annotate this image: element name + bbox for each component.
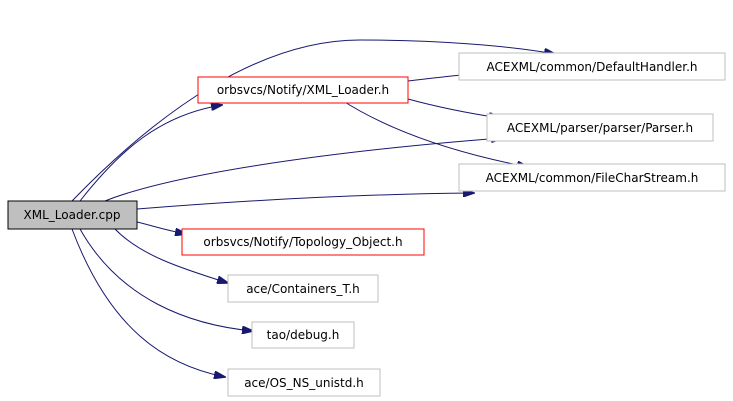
node-label: tao/debug.h xyxy=(267,328,340,342)
node-box xyxy=(458,52,726,81)
node-box xyxy=(227,274,379,303)
node-topology-object[interactable]: orbsvcs/Notify/Topology_Object.h xyxy=(181,228,425,256)
edge-root-to-default-handler xyxy=(71,39,555,202)
node-root[interactable]: XML_Loader.cpp xyxy=(7,200,138,230)
node-debug[interactable]: tao/debug.h xyxy=(251,321,355,349)
node-label: ace/OS_NS_unistd.h xyxy=(244,376,364,390)
edges xyxy=(71,39,555,377)
edge-root-to-debug xyxy=(79,228,253,331)
edge-root-to-xml-loader-h xyxy=(79,105,222,202)
edge-root-to-parser xyxy=(104,138,502,202)
edge-root-to-os-ns-unistd xyxy=(71,228,225,377)
edge-xml-loader-h-to-parser xyxy=(407,98,500,118)
node-parser[interactable]: ACEXML/parser/parser/Parser.h xyxy=(486,113,714,142)
node-xml-loader-h[interactable]: orbsvcs/Notify/XML_Loader.h xyxy=(197,76,409,104)
node-box xyxy=(458,163,726,192)
node-box xyxy=(227,368,381,397)
node-label: orbsvcs/Notify/XML_Loader.h xyxy=(217,83,389,97)
edge-root-to-file-char-stream xyxy=(136,193,474,210)
node-label: XML_Loader.cpp xyxy=(24,208,121,222)
edge-root-to-topology-object xyxy=(136,221,186,234)
node-os-ns-unistd[interactable]: ace/OS_NS_unistd.h xyxy=(227,368,381,397)
edge-xml-loader-h-to-file-char-stream xyxy=(339,98,528,167)
node-box xyxy=(251,321,355,349)
node-label: orbsvcs/Notify/Topology_Object.h xyxy=(203,235,402,249)
node-box xyxy=(486,113,714,142)
node-label: ACEXML/common/DefaultHandler.h xyxy=(487,60,698,74)
node-containers-t[interactable]: ace/Containers_T.h xyxy=(227,274,379,303)
node-label: ACEXML/parser/parser/Parser.h xyxy=(507,121,693,135)
node-box xyxy=(197,76,409,104)
node-box xyxy=(7,200,138,230)
node-box xyxy=(181,228,425,256)
edge-root-to-containers-t xyxy=(114,228,228,283)
node-default-handler[interactable]: ACEXML/common/DefaultHandler.h xyxy=(458,52,726,81)
node-file-char-stream[interactable]: ACEXML/common/FileCharStream.h xyxy=(458,163,726,192)
node-label: ACEXML/common/FileCharStream.h xyxy=(486,171,699,185)
node-label: ace/Containers_T.h xyxy=(246,282,360,296)
